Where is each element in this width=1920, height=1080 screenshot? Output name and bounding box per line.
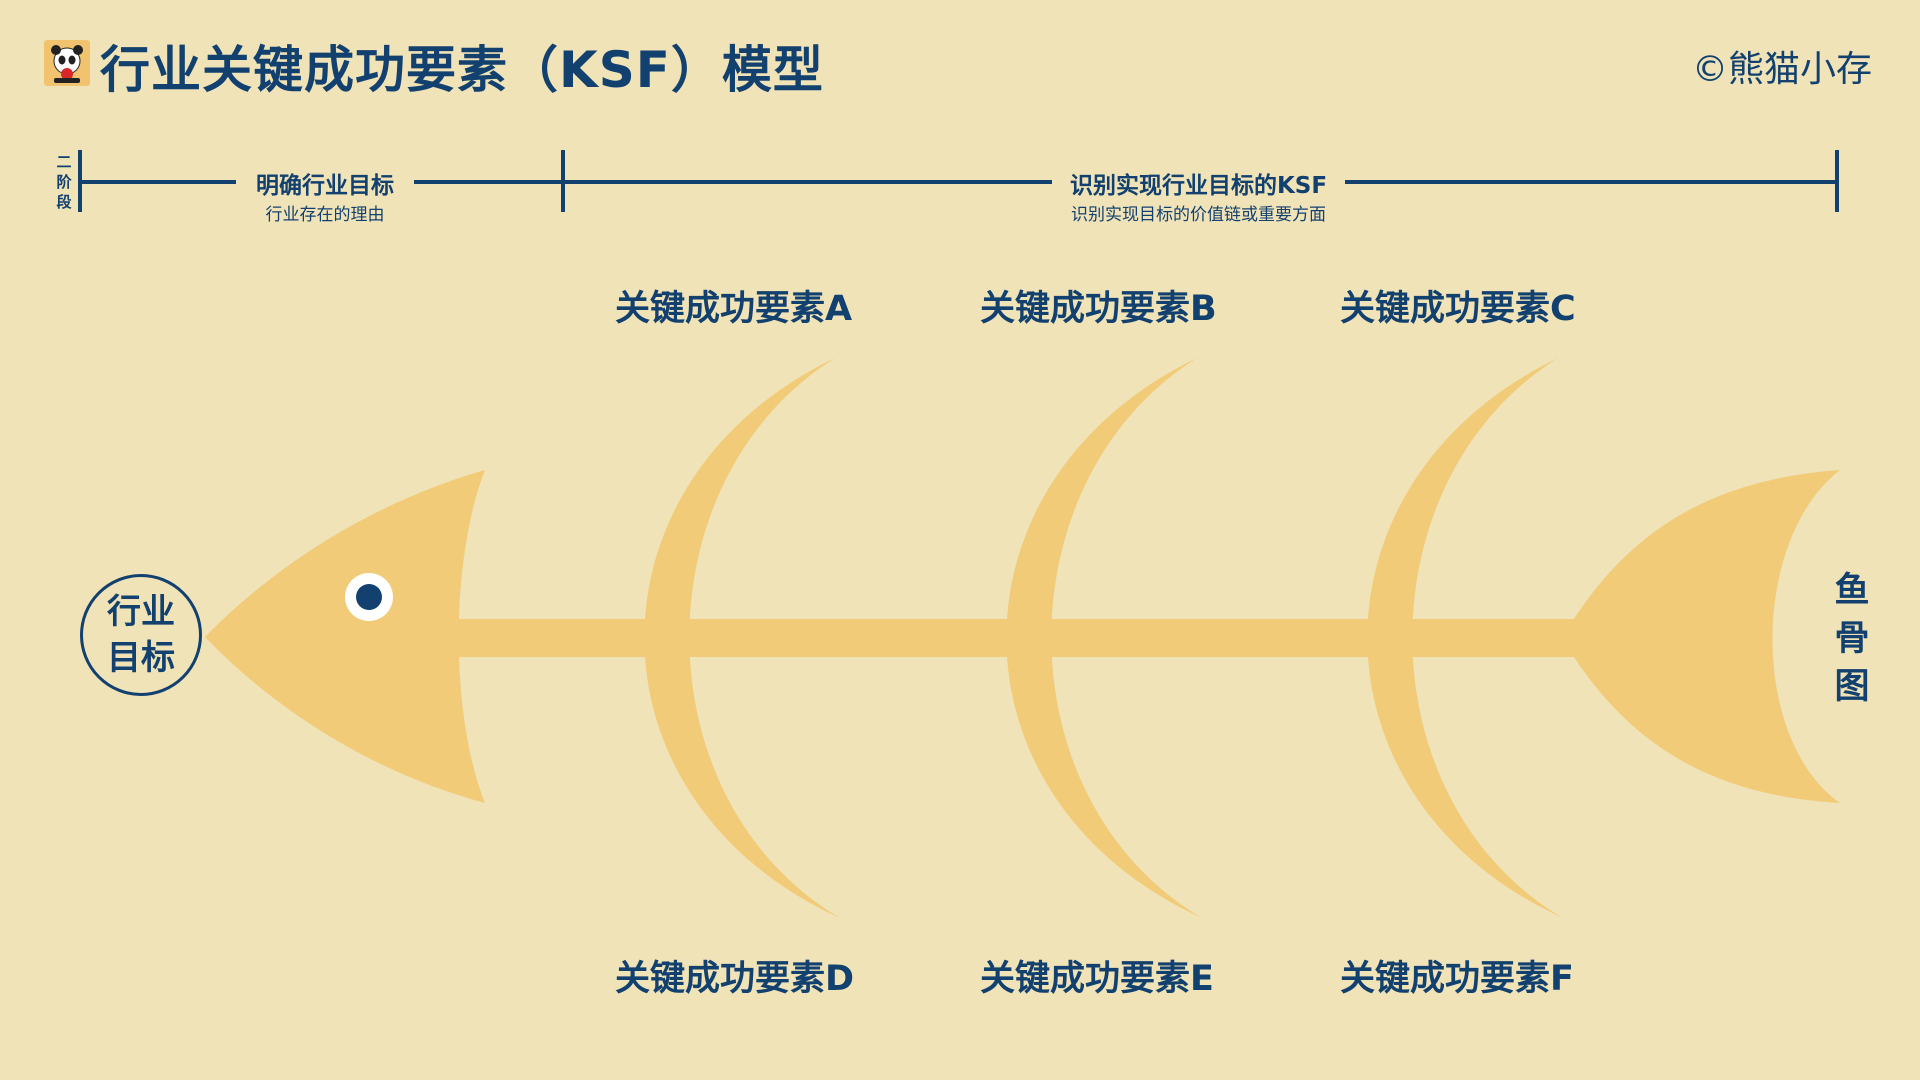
segment-ksf-title: 识别实现行业目标的KSF [1069,173,1328,199]
stage-label: 二阶段 [56,153,72,211]
segment-goal: 明确行业目标 行业存在的理由 [236,166,414,225]
fishbone-side-label: 鱼骨图 [1834,571,1870,707]
fish-rib-b [1006,358,1202,918]
factor-f-label: 关键成功要素F [1340,959,1574,999]
page-title: 行业关键成功要素（KSF）模型 [100,41,824,99]
fish-rib-a [644,358,840,918]
copyright-text: ©熊猫小存 [1691,49,1872,90]
goal-circle: 行业目标 [80,574,202,696]
factor-b-label: 关键成功要素B [980,289,1217,329]
segment-ksf: 识别实现行业目标的KSF 识别实现目标的价值链或重要方面 [1052,166,1345,225]
factor-d-label: 关键成功要素D [615,959,855,999]
segment-goal-title: 明确行业目标 [256,173,394,199]
segment-goal-subtitle: 行业存在的理由 [265,205,385,225]
fish-rib-c [1367,358,1563,918]
segment-ksf-subtitle: 识别实现目标的价值链或重要方面 [1071,205,1326,225]
stage-timeline [78,150,1839,212]
factor-a-label: 关键成功要素A [615,289,853,329]
fish-tail [1562,470,1840,803]
panda-logo-icon [44,40,90,86]
factor-c-label: 关键成功要素C [1340,289,1576,329]
fish-head [205,470,485,803]
factor-e-label: 关键成功要素E [980,959,1214,999]
goal-label: 行业目标 [107,592,175,678]
